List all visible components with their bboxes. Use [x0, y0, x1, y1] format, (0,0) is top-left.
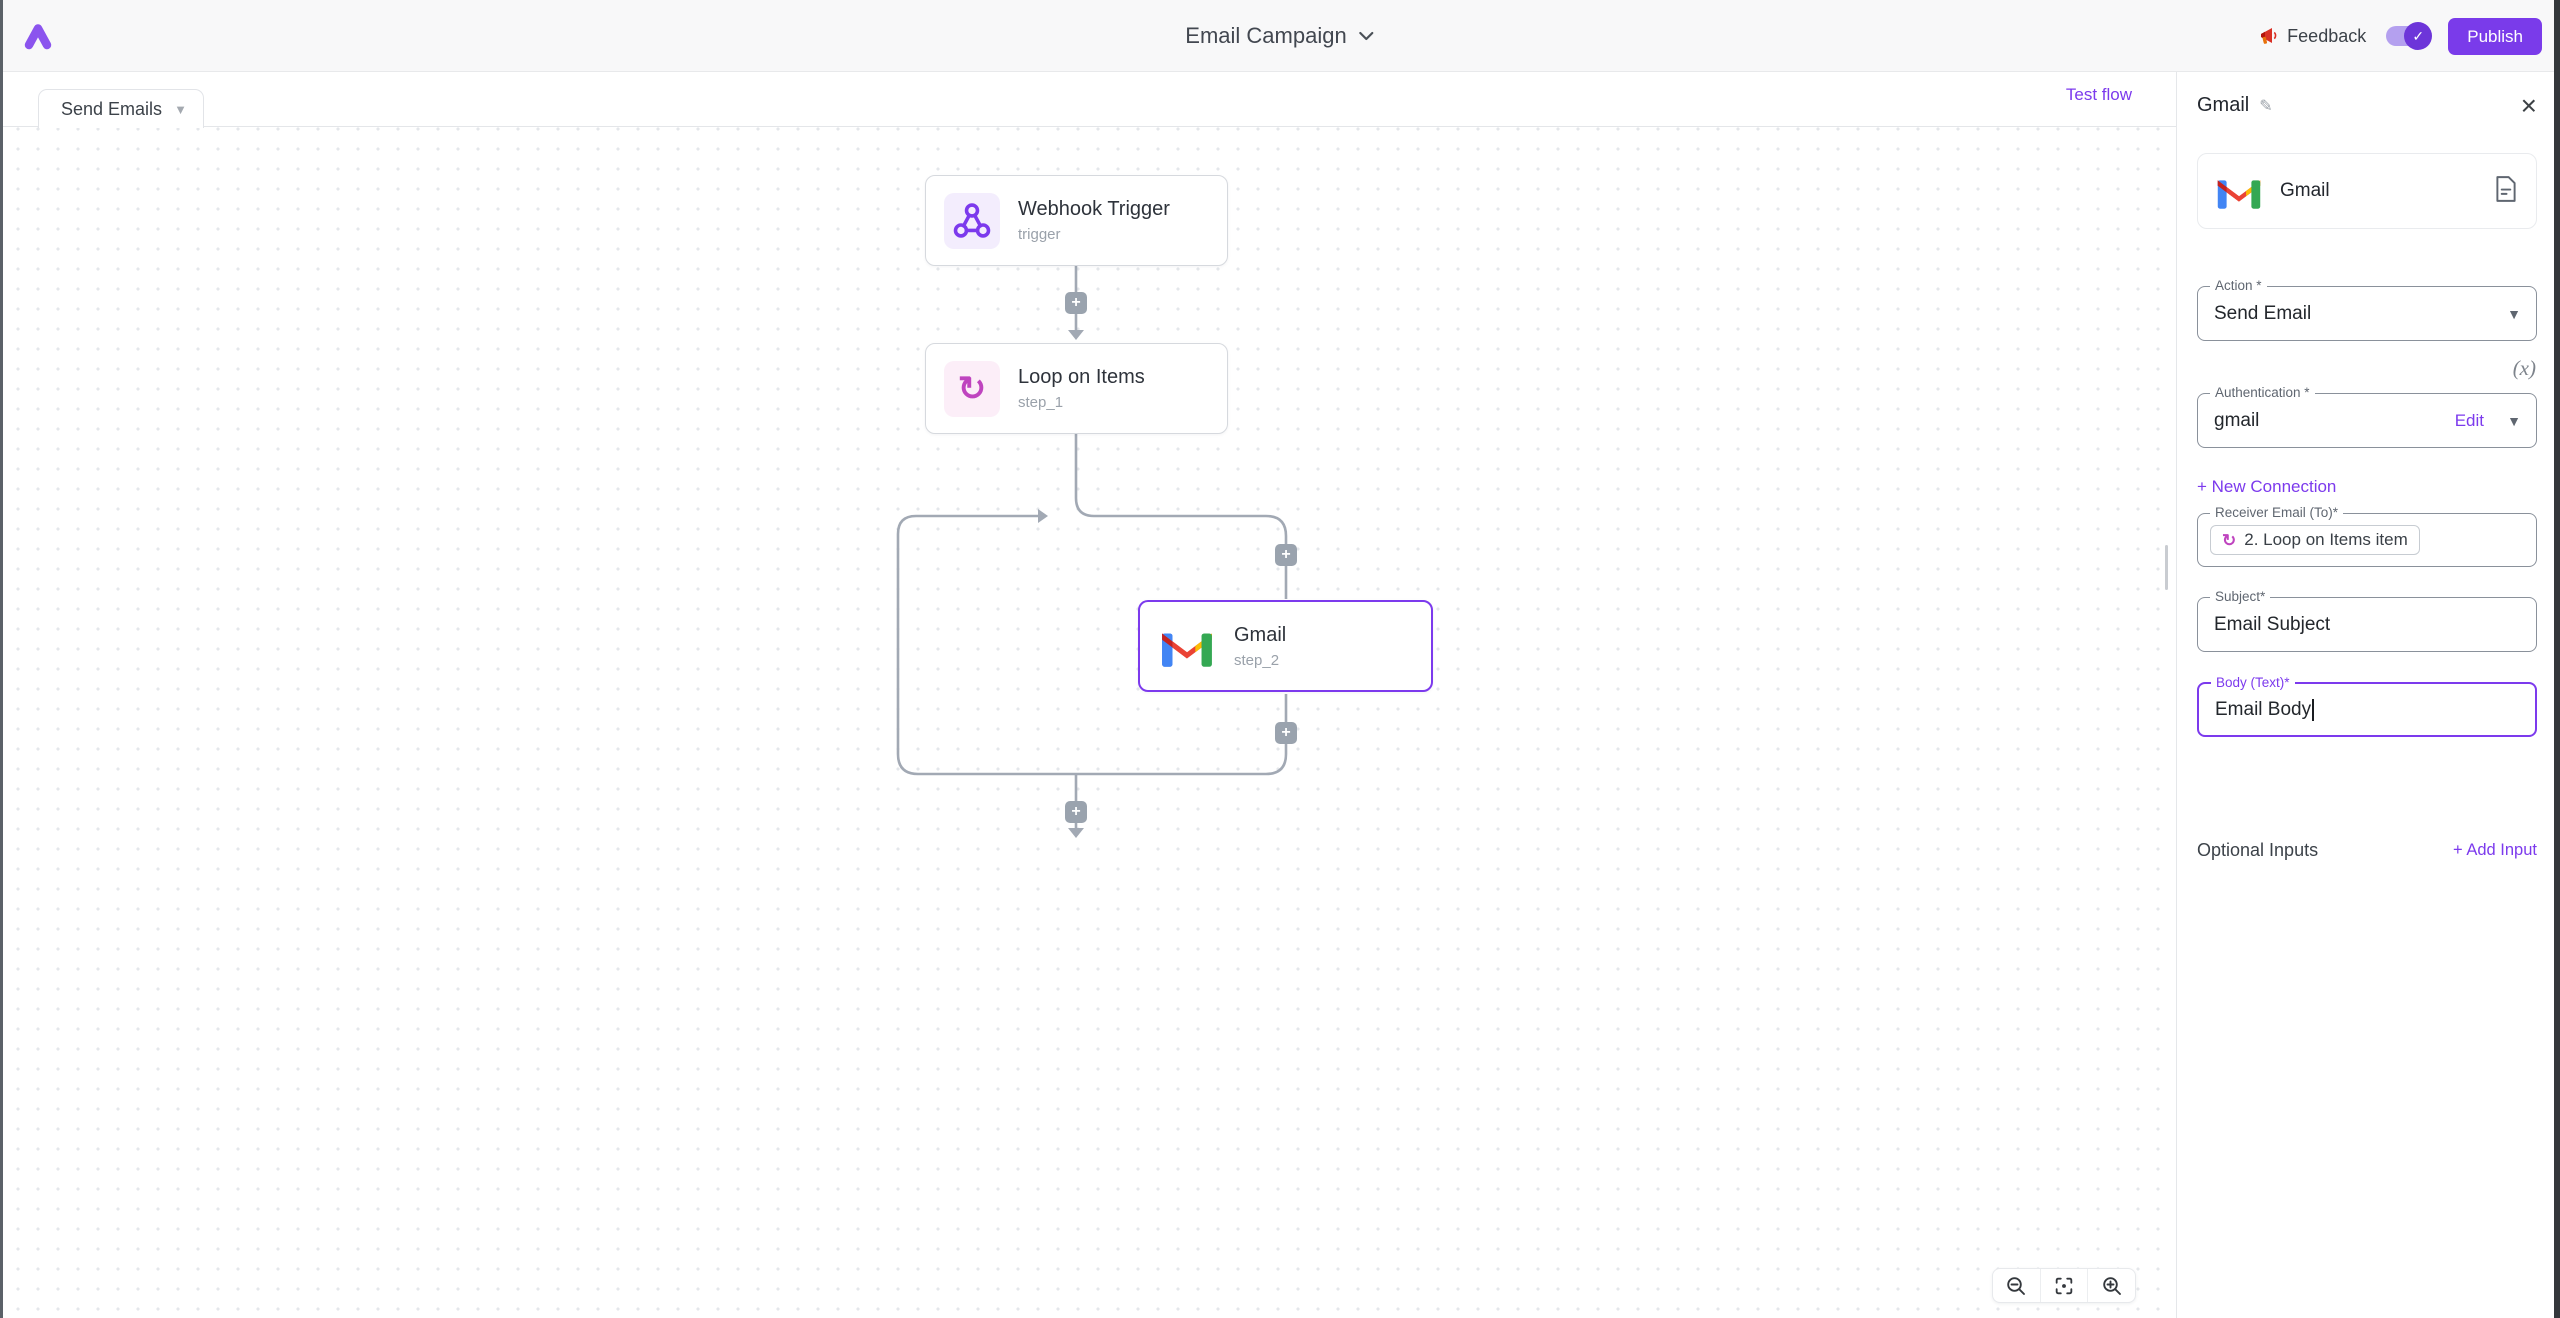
add-step-button[interactable]: +	[1065, 801, 1087, 823]
flow-title: Email Campaign	[1185, 23, 1347, 48]
panel-header: Gmail ✎ ×	[2197, 90, 2537, 121]
window-edge	[2554, 0, 2560, 1318]
body-value: Email Body	[2215, 684, 2314, 735]
new-connection-link[interactable]: + New Connection	[2197, 477, 2337, 496]
node-step-name: step_1	[1018, 394, 1064, 411]
node-loop-on-items[interactable]: ↻ Loop on Items step_1	[925, 343, 1228, 434]
optional-inputs-row: Optional Inputs + Add Input	[2197, 840, 2537, 861]
node-gmail[interactable]: Gmail step_2	[1138, 600, 1433, 692]
publish-button[interactable]: Publish	[2448, 17, 2542, 55]
topbar-actions: Feedback ✓ Publish	[2258, 0, 2542, 72]
node-step-name: trigger	[1018, 226, 1061, 243]
zoom-in-button[interactable]	[2087, 1269, 2135, 1302]
add-step-button[interactable]: +	[1275, 544, 1297, 566]
gmail-logo-icon	[1158, 618, 1216, 674]
feedback-label: Feedback	[2287, 25, 2367, 46]
megaphone-icon	[2261, 28, 2277, 44]
flow-edges	[896, 266, 1288, 838]
flow-enabled-toggle[interactable]: ✓	[2386, 22, 2433, 50]
receiver-email-input[interactable]: Receiver Email (To)* ↻ 2. Loop on Items …	[2197, 505, 2537, 567]
canvas-header: + Send Emails ▼ Test flow	[0, 72, 2176, 128]
chevron-down-icon	[1359, 31, 1374, 41]
action-label: Action *	[2210, 278, 2267, 293]
node-title: Webhook Trigger	[1018, 198, 1170, 220]
webhook-icon	[944, 192, 1000, 249]
node-title: Gmail	[1234, 623, 1287, 646]
loop-item-token[interactable]: ↻ 2. Loop on Items item	[2210, 525, 2420, 555]
node-step-name: step_2	[1234, 651, 1280, 669]
body-input[interactable]: Body (Text)* Email Body	[2197, 675, 2537, 737]
test-flow-button[interactable]: Test flow	[2065, 85, 2132, 104]
add-step-button[interactable]: +	[1065, 292, 1087, 314]
canvas-scrollbar[interactable]	[2165, 545, 2168, 590]
zoom-out-button[interactable]	[1993, 1269, 2040, 1302]
authentication-label: Authentication *	[2210, 385, 2315, 400]
edit-connection-link[interactable]: Edit	[2454, 410, 2484, 430]
app-info-card: Gmail	[2197, 153, 2537, 229]
gmail-logo-icon	[2217, 180, 2261, 209]
text-cursor	[2312, 698, 2314, 721]
loop-icon: ↻	[944, 360, 1000, 417]
action-value: Send Email	[2214, 302, 2312, 324]
node-webhook-trigger[interactable]: Webhook Trigger trigger	[925, 175, 1228, 266]
chevron-down-icon: ▼	[2507, 412, 2521, 429]
flow-tab-caret-icon[interactable]: ▼	[174, 101, 187, 117]
body-label: Body (Text)*	[2211, 675, 2295, 690]
step-settings-panel: Gmail ✎ × Gmail	[2176, 72, 2560, 1318]
optional-inputs-label: Optional Inputs	[2197, 840, 2319, 860]
top-bar: Email Campaign Feedback ✓ Publish	[0, 0, 2560, 72]
add-input-link[interactable]: + Add Input	[2453, 841, 2537, 859]
app-logo-icon[interactable]	[22, 20, 54, 57]
flow-canvas[interactable]	[0, 127, 2176, 1318]
node-title: Loop on Items	[1018, 366, 1145, 388]
token-label: 2. Loop on Items item	[2244, 530, 2408, 549]
action-select[interactable]: Action * Send Email ▼	[2197, 278, 2537, 341]
window-edge	[0, 0, 3, 1318]
add-step-button[interactable]: +	[1275, 722, 1297, 744]
feedback-button[interactable]: Feedback	[2258, 26, 2366, 47]
loop-icon: ↻	[2222, 530, 2237, 550]
app-name: Gmail	[2280, 180, 2330, 201]
receiver-email-label: Receiver Email (To)*	[2210, 505, 2344, 520]
subject-input[interactable]: Subject* Email Subject	[2197, 589, 2537, 652]
fit-to-view-button[interactable]	[2039, 1269, 2088, 1302]
close-panel-icon[interactable]: ×	[2520, 90, 2537, 121]
flow-tab[interactable]: Send Emails ▼	[38, 89, 204, 128]
subject-value: Email Subject	[2214, 613, 2331, 635]
panel-step-title: Gmail	[2197, 94, 2250, 116]
rename-step-icon[interactable]: ✎	[2259, 97, 2273, 115]
docs-icon[interactable]	[2494, 175, 2518, 208]
toggle-check-icon: ✓	[2404, 22, 2433, 50]
chevron-down-icon: ▼	[2507, 305, 2521, 322]
subject-label: Subject*	[2210, 589, 2271, 604]
flow-tab-label: Send Emails	[61, 98, 163, 119]
flow-title-menu[interactable]: Email Campaign	[1185, 0, 1374, 72]
authentication-value: gmail	[2214, 409, 2260, 431]
dynamic-value-icon[interactable]: (x)	[2512, 356, 2536, 380]
authentication-select[interactable]: Authentication * gmail Edit ▼	[2197, 385, 2537, 448]
canvas-zoom-controls	[1992, 1268, 2136, 1303]
